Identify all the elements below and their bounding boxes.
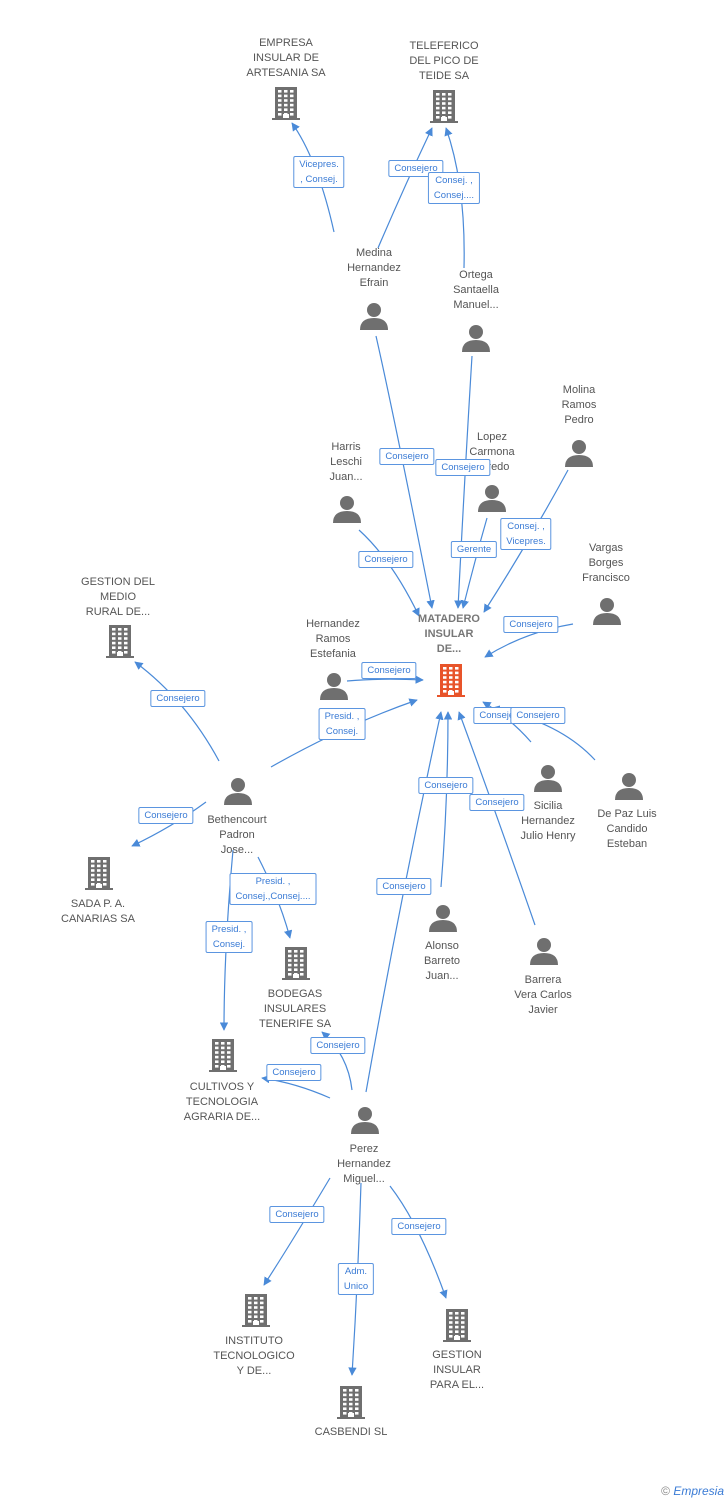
node-label-hernandez_ramos[interactable]: Hernandez Ramos Estefania (306, 618, 360, 660)
edge-vargas-to-matadero (484, 623, 574, 658)
edge-label-alonso-to-matadero[interactable]: Consejero (418, 777, 474, 794)
edge-label-ortega-to-matadero[interactable]: Consejero (435, 459, 491, 476)
node-label-gestion_medio[interactable]: GESTION DEL MEDIO RURAL DE... (81, 576, 155, 618)
edge-label-bethencourt-to-gestion_medio[interactable]: Consejero (150, 690, 206, 707)
node-label-ortega[interactable]: Ortega Santaella Manuel... (453, 269, 499, 311)
edge-perez-to-instituto (263, 1177, 331, 1286)
bethencourt-person-icon[interactable] (224, 778, 252, 805)
sicilia-person-icon[interactable] (534, 765, 562, 792)
node-label-teleferico[interactable]: TELEFERICO DEL PICO DE TEIDE SA (409, 40, 479, 82)
edge-label-medina-to-matadero[interactable]: Consejero (379, 448, 435, 465)
edge-label-perez-to-gestion_insular[interactable]: Consejero (391, 1218, 447, 1235)
medina-person-icon[interactable] (360, 303, 388, 330)
node-label-sada[interactable]: SADA P. A. CANARIAS SA (61, 898, 135, 925)
edge-label-vargas-to-matadero[interactable]: Consejero (503, 616, 559, 633)
node-label-perez[interactable]: Perez Hernandez Miguel... (337, 1143, 391, 1185)
edge-label-hernandez_ramos-to-matadero[interactable]: Consejero (361, 662, 417, 679)
node-label-bodegas[interactable]: BODEGAS INSULARES TENERIFE SA (258, 988, 332, 1030)
harris-person-icon[interactable] (333, 496, 361, 523)
edge-perez-to-matadero (365, 711, 444, 1093)
node-label-alonso[interactable]: Alonso Barreto Juan... (423, 940, 461, 982)
node-label-gestion_insular[interactable]: GESTION INSULAR PARA EL... (429, 1349, 485, 1391)
edge-label-bethencourt-to-matadero[interactable]: Presid. , Consej. (318, 708, 366, 740)
gestion_medio-building-icon[interactable] (106, 625, 134, 658)
artesania-building-icon[interactable] (272, 87, 300, 120)
matadero-building-icon[interactable] (437, 664, 465, 697)
brand-logo[interactable]: Empresia (673, 1484, 724, 1498)
barrera-person-icon[interactable] (530, 938, 558, 965)
edge-perez-to-gestion_insular (389, 1185, 448, 1299)
edge-label-molina-to-matadero[interactable]: Consej. , Vicepres. (500, 518, 552, 550)
edge-label-lopez-to-matadero[interactable]: Gerente (450, 541, 498, 558)
node-label-harris[interactable]: Harris Leschi Juan... (329, 441, 363, 483)
node-label-casbendi[interactable]: CASBENDI SL (314, 1426, 388, 1438)
edge-label-ortega-to-teleferico[interactable]: Consej. , Consej.... (427, 172, 481, 204)
node-label-sicilia[interactable]: Sicilia Hernandez Julio Henry (520, 800, 576, 842)
node-label-depaz[interactable]: De Paz Luis Candido Esteban (597, 808, 657, 850)
edge-label-perez-to-cultivos[interactable]: Consejero (266, 1064, 322, 1081)
edge-label-perez-to-casbendi[interactable]: Adm. Unico (337, 1263, 375, 1295)
casbendi-building-icon[interactable] (337, 1386, 365, 1419)
edge-label-harris-to-matadero[interactable]: Consejero (358, 551, 414, 568)
node-label-medina[interactable]: Medina Hernandez Efrain (347, 247, 401, 289)
edge-harris-to-matadero (358, 529, 420, 617)
edge-perez-to-cultivos (261, 1074, 331, 1099)
alonso-person-icon[interactable] (429, 905, 457, 932)
instituto-building-icon[interactable] (242, 1294, 270, 1327)
edge-label-perez-to-instituto[interactable]: Consejero (269, 1206, 325, 1223)
lopez-person-icon[interactable] (478, 485, 506, 512)
depaz-person-icon[interactable] (615, 773, 643, 800)
cultivos-building-icon[interactable] (209, 1039, 237, 1072)
edge-label-perez-to-matadero[interactable]: Consejero (376, 878, 432, 895)
edge-perez-to-bodegas (321, 1031, 353, 1091)
node-label-cultivos[interactable]: CULTIVOS Y TECNOLOGIA AGRARIA DE... (183, 1081, 261, 1123)
sada-building-icon[interactable] (85, 857, 113, 890)
edge-hernandez_ramos-to-matadero (346, 675, 424, 684)
hernandez_ramos-person-icon[interactable] (320, 673, 348, 700)
edge-lopez-to-matadero (460, 517, 488, 609)
edge-medina-to-matadero (375, 335, 435, 609)
vargas-person-icon[interactable] (593, 598, 621, 625)
node-label-instituto[interactable]: INSTITUTO TECNOLOGICO Y DE... (213, 1335, 295, 1377)
edge-label-medina-to-artesania[interactable]: Vicepres. , Consej. (293, 156, 345, 188)
edge-label-depaz-to-matadero[interactable]: Consejero (510, 707, 566, 724)
perez-person-icon[interactable] (351, 1107, 379, 1134)
edge-bethencourt-to-sada (131, 801, 207, 847)
copyright-icon: © (661, 1484, 670, 1498)
node-label-matadero[interactable]: MATADERO INSULAR DE... (418, 613, 480, 655)
gestion_insular-building-icon[interactable] (443, 1309, 471, 1342)
molina-person-icon[interactable] (565, 440, 593, 467)
teleferico-building-icon[interactable] (430, 90, 458, 123)
edge-ortega-to-matadero (454, 355, 473, 609)
edge-label-barrera-to-matadero[interactable]: Consejero (469, 794, 525, 811)
node-label-barrera[interactable]: Barrera Vera Carlos Javier (514, 974, 572, 1016)
node-label-bethencourt[interactable]: Bethencourt Padron Jose... (207, 814, 267, 856)
bodegas-building-icon[interactable] (282, 947, 310, 980)
node-label-artesania[interactable]: EMPRESA INSULAR DE ARTESANIA SA (246, 37, 326, 79)
edge-label-bethencourt-to-sada[interactable]: Consejero (138, 807, 194, 824)
ortega-person-icon[interactable] (462, 325, 490, 352)
edge-alonso-to-matadero (440, 711, 453, 888)
footer: © Empresia (661, 1484, 724, 1498)
edge-barrera-to-matadero (457, 711, 536, 926)
edge-label-perez-to-bodegas[interactable]: Consejero (310, 1037, 366, 1054)
edge-medina-to-teleferico (377, 127, 433, 249)
edge-bethencourt-to-gestion_medio (134, 661, 220, 762)
edge-label-bethencourt-to-bodegas[interactable]: Presid. , Consej.,Consej.... (229, 873, 317, 905)
node-label-lopez[interactable]: Lopez Carmona Alfredo (469, 431, 515, 473)
node-label-vargas[interactable]: Vargas Borges Francisco (582, 542, 630, 584)
edge-label-bethencourt-to-cultivos[interactable]: Presid. , Consej. (205, 921, 253, 953)
node-label-molina[interactable]: Molina Ramos Pedro (561, 384, 597, 426)
